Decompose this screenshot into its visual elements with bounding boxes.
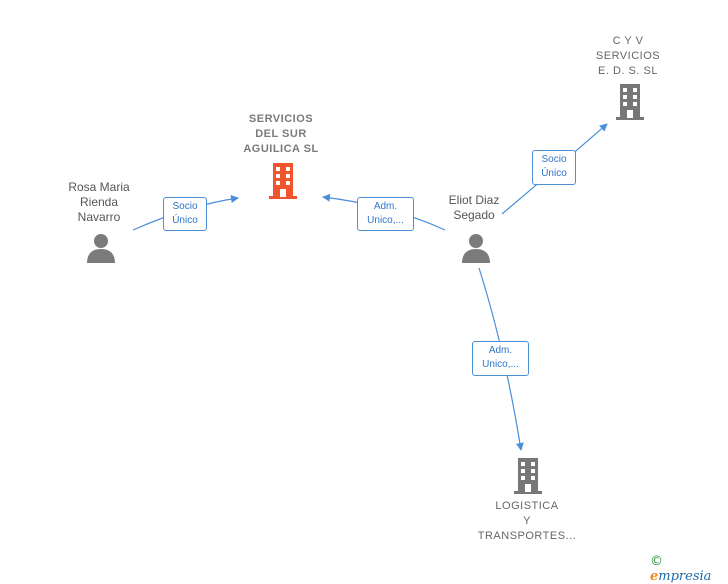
building-icon[interactable] [614,84,646,120]
main-company-label[interactable]: SERVICIOS DEL SUR AGUILICA SL [243,113,319,155]
cyv-company-label[interactable]: C Y V SERVICIOS E. D. S. SL [595,35,661,77]
rosa-person-label[interactable]: Rosa Maria Rienda Navarro [68,180,130,224]
empresia-logo: © empresia [650,554,728,584]
relation-label-eliot-main[interactable]: Adm. Unico,... [357,197,414,231]
relation-label-eliot-cyv[interactable]: Socio Único [532,150,576,185]
person-icon[interactable] [461,233,491,263]
building-icon[interactable] [512,458,544,494]
copyright-symbol: © [650,554,663,569]
building-icon[interactable] [267,163,299,199]
relation-label-eliot-logistica[interactable]: Adm. Unico,... [472,341,529,376]
logistica-company-label[interactable]: LOGISTICA Y TRANSPORTES... [477,500,577,542]
brand-name: mpresia [658,569,712,584]
person-icon[interactable] [86,233,116,263]
relation-label-rosa-main[interactable]: Socio Único [163,197,207,231]
eliot-person-label[interactable]: Eliot Diaz Segado [448,193,500,222]
